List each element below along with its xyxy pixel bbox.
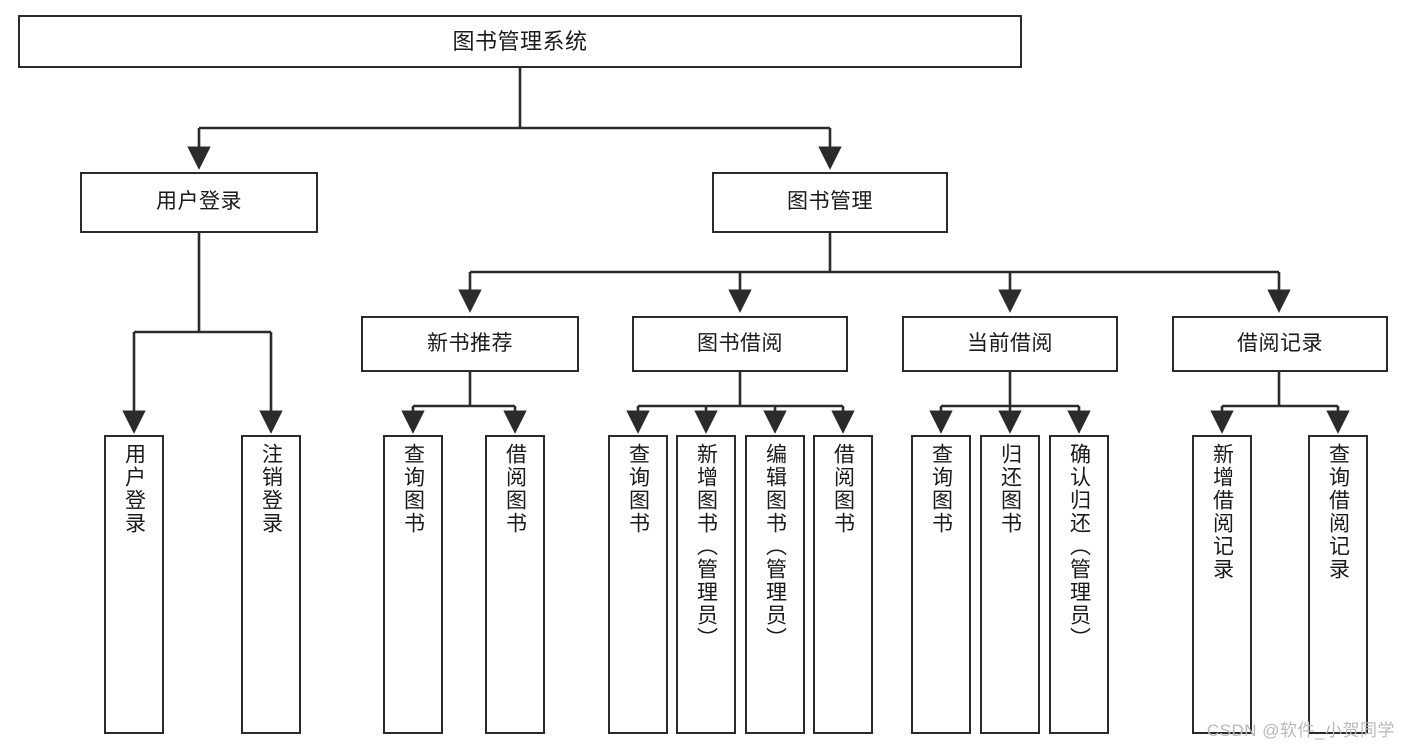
watermark-text: CSDN @软件_小贺同学 [1206,721,1395,740]
leaf-query-book-new-recommend[interactable]: 查询图书 [383,435,443,734]
leaf-query-borrow-record[interactable]: 查询借阅记录 [1308,435,1368,734]
node-label: 借阅图书 [831,443,855,535]
leaf-borrow-book[interactable]: 借阅图书 [813,435,873,734]
node-user-login[interactable]: 用户登录 [80,172,318,233]
node-label: 归还图书 [998,443,1022,535]
leaf-add-book-admin[interactable]: 新增图书（管理员） [676,435,736,734]
node-label: 当前借阅 [967,331,1053,355]
leaf-confirm-return-admin[interactable]: 确认归还（管理员） [1049,435,1109,734]
node-label: 新增图书（管理员） [694,443,718,650]
node-book-borrow[interactable]: 图书借阅 [632,316,848,372]
node-label: 新增借阅记录 [1210,443,1234,581]
node-label: 查询借阅记录 [1326,443,1350,581]
leaf-return-book[interactable]: 归还图书 [980,435,1040,734]
node-label: 用户登录 [122,443,146,535]
leaf-add-borrow-record[interactable]: 新增借阅记录 [1192,435,1252,734]
leaf-query-book-borrow[interactable]: 查询图书 [608,435,668,734]
node-label: 新书推荐 [427,331,513,355]
node-label: 用户登录 [156,190,242,214]
node-new-book-recommend[interactable]: 新书推荐 [361,316,579,372]
node-label: 查询图书 [929,443,953,535]
node-label: 注销登录 [259,443,283,535]
leaf-edit-book-admin[interactable]: 编辑图书（管理员） [745,435,805,734]
leaf-logout-login[interactable]: 注销登录 [241,435,301,734]
node-label: 编辑图书（管理员） [763,443,787,650]
node-current-borrow[interactable]: 当前借阅 [902,316,1118,372]
leaf-user-login[interactable]: 用户登录 [104,435,164,734]
node-borrow-record[interactable]: 借阅记录 [1172,316,1388,372]
node-label: 借阅图书 [503,443,527,535]
node-label: 查询图书 [401,443,425,535]
node-label: 图书借阅 [697,331,783,355]
node-label: 图书管理系统 [452,28,588,54]
node-label: 借阅记录 [1237,331,1323,355]
leaf-borrow-book-new-recommend[interactable]: 借阅图书 [485,435,545,734]
leaf-query-book-current[interactable]: 查询图书 [911,435,971,734]
node-book-management-system[interactable]: 图书管理系统 [18,15,1022,68]
node-label: 确认归还（管理员） [1067,443,1091,650]
node-book-management[interactable]: 图书管理 [712,172,948,233]
node-label: 图书管理 [787,190,873,214]
node-label: 查询图书 [626,443,650,535]
